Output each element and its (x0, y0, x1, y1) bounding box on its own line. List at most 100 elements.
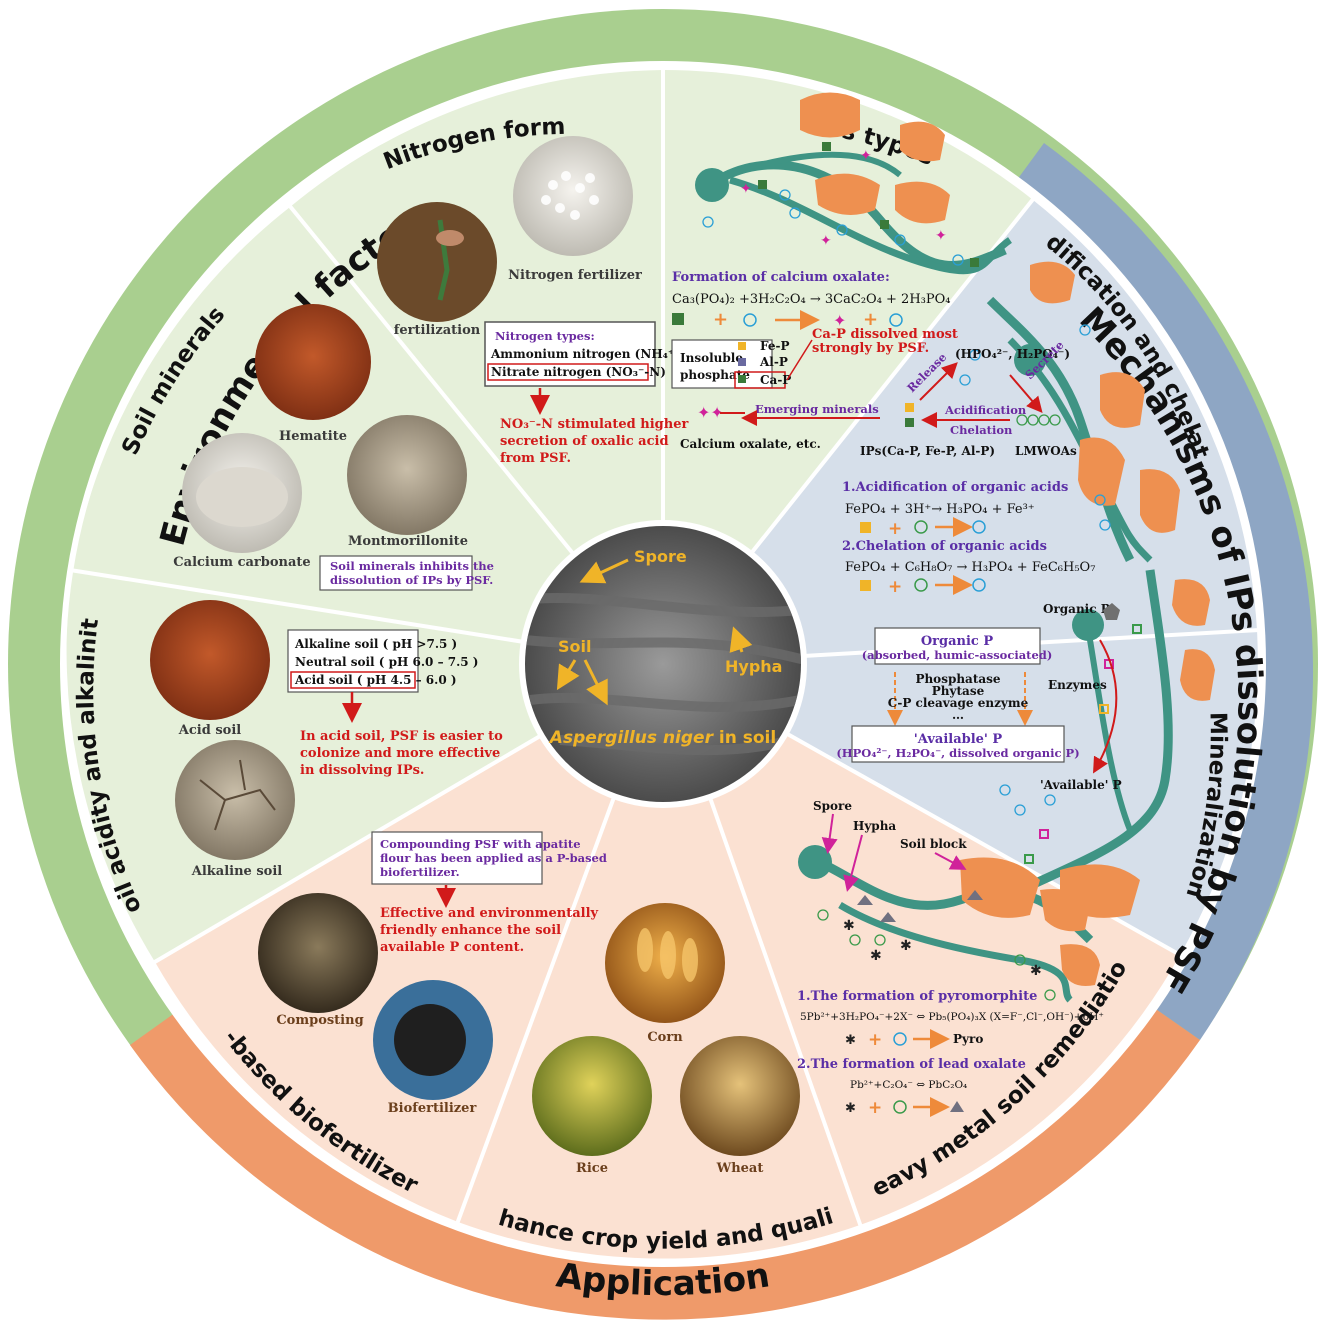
ammonium-nitrogen: Ammonium nitrogen (NH₄⁺-N) (490, 347, 696, 361)
svg-text:✦: ✦ (833, 311, 846, 330)
available-p-box (851, 725, 1065, 763)
organic-p-box-sub: (absorbed, humic-associated) (862, 648, 1053, 662)
fertilization-photo (377, 202, 497, 322)
acidity-result-1: In acid soil, PSF is easier to (300, 729, 503, 744)
acidity-result-3: in dissolving IPs. (300, 763, 424, 778)
alkaline-soil-photo (175, 740, 295, 860)
biofert-note-1: Compounding PSF with apatite (380, 837, 581, 851)
svg-text:+: + (868, 1030, 882, 1050)
formation-equation: Ca₃(PO₄)₂ +3H₂C₂O₄ → 3CaC₂O₄ + 2H₃PO₄ (672, 292, 951, 307)
insoluble-1: Insoluble (680, 351, 743, 365)
nitrate-nitrogen: Nitrate nitrogen (NO₃⁻-N) (491, 365, 666, 379)
nitrogen-fertilizer-photo (513, 136, 633, 256)
svg-text:✱: ✱ (900, 938, 912, 954)
minerals-note-box (319, 555, 473, 591)
heavy-spore-icon (798, 845, 832, 879)
available-p-sub: (HPO₄²⁻, H₂PO₄⁻, dissolved organic P) (836, 746, 1079, 760)
acidification-section: (HPO₄²⁻, H₂PO₄⁻) Release Secrete Acidifi… (842, 261, 1180, 597)
acidification-label: Acidification (944, 403, 1027, 417)
alkaline-soil-caption: Alkaline soil (191, 864, 283, 879)
svg-text:+: + (868, 1098, 882, 1118)
center-caption-rest: in soil (713, 728, 776, 748)
composting-caption: Composting (276, 1013, 363, 1028)
nitrogen-result-2: secretion of oxalic acid (500, 434, 669, 449)
insoluble-2: phosphate (680, 368, 750, 382)
formation-symbols: + ✦ + (672, 309, 903, 330)
svg-text:✱: ✱ (845, 1101, 856, 1116)
acid-soil-photo (150, 600, 270, 720)
acid-hypha-illustration (959, 261, 1180, 563)
nitrogen-fertilizer-caption: Nitrogen fertilizer (508, 268, 642, 283)
sector-p-based (155, 664, 663, 1222)
heavy-heading-1: 1.The formation of pyromorphite (797, 989, 1037, 1004)
biofert-result-2: friendly enhance the soil (380, 923, 561, 938)
ca-p: Ca-P (760, 373, 791, 387)
montmorillonite-photo (347, 415, 467, 535)
center-image: Spore Soil Hypha Aspergillus niger in so… (519, 520, 807, 808)
crops-section: Corn Rice Wheat (532, 903, 800, 1176)
available-p-label: 'Available' P (1040, 778, 1122, 792)
biofert-note-3: biofertilizer. (380, 865, 460, 879)
enzyme-2: Phytase (932, 684, 985, 698)
minerals-note-2: dissolution of IPs by PSF. (330, 573, 493, 587)
organic-p-box (874, 627, 1041, 665)
nitrogen-types-box (484, 321, 656, 387)
soil-ph-box (287, 629, 419, 693)
pyro-label: Pyro (953, 1032, 983, 1046)
chelation-label: Chelation (950, 423, 1013, 437)
heavy-symbols-2: ✱ + (845, 1097, 964, 1118)
center-soil-label: Soil (558, 637, 591, 656)
acid-heading-1: 1.Acidification of organic acids (842, 480, 1068, 495)
organic-p-label: Organic P (1043, 602, 1110, 616)
mineral-spore-icon (1072, 609, 1104, 641)
biofert-result-1: Effective and environmentally (380, 906, 599, 921)
svg-text:✱: ✱ (870, 948, 882, 964)
ips-list: IPs(Ca-P, Fe-P, Al-P) (860, 444, 995, 458)
heavy-metal-section: ✱✱✱✱ Spore Hypha Soil block 1.The format… (797, 799, 1104, 1118)
acid-equation-2: FePO₄ + C₆H₈O₇ → H₃PO₄ + FeC₆H₅O₇ (845, 560, 1095, 575)
biofert-result-3: available P content. (380, 940, 524, 955)
svg-text:✦: ✦ (740, 181, 752, 197)
svg-text:+: + (888, 577, 902, 597)
acid-spore-icon (1014, 344, 1046, 376)
enzymes-label: Enzymes (1048, 678, 1107, 692)
sector-acidification (663, 200, 1257, 664)
biofert-note-box (371, 831, 543, 885)
enzyme-3: C-P cleavage enzyme (888, 696, 1029, 710)
ips-section: ✦✦✦✦ Formation of calcium oxalate: Ca₃(P… (671, 92, 1013, 451)
heavy-equation-1: 5Pb²⁺+3H₂PO₄⁻+2X⁻ ⇔ Pb₅(PO₄)₃X (X=F⁻,Cl⁻… (800, 1011, 1104, 1023)
acid-ph: Acid soil ( pH 4.5 – 6.0 ) (294, 673, 457, 687)
heavy-symbols-1: ✱ + (845, 1029, 950, 1050)
wheat-caption: Wheat (716, 1161, 764, 1176)
hpo-label: (HPO₄²⁻, H₂PO₄⁻) (955, 347, 1070, 361)
biofertilizer-caption: Biofertilizer (388, 1101, 477, 1116)
alkaline-ph: Alkaline soil ( pH >7.5 ) (294, 637, 457, 651)
rice-photo (532, 1036, 652, 1156)
hematite-photo (255, 304, 371, 420)
composting-photo (258, 893, 378, 1013)
biofert-note-2: flour has been applied as a P-based (380, 851, 607, 865)
spore-icon (695, 168, 729, 202)
enzyme-1: Phosphatase (915, 672, 1000, 686)
organic-p-box-title: Organic P (921, 634, 994, 649)
svg-text:✦: ✦ (935, 228, 947, 244)
acid-symbols-1: + (860, 517, 986, 539)
fe-p: Fe-P (760, 339, 790, 353)
minerals-section: Hematite Calcium carbonate Montmorilloni… (173, 304, 494, 591)
hematite-caption: Hematite (279, 429, 347, 444)
calcium-oxalate: Calcium oxalate, etc. (680, 437, 821, 451)
minerals-note-1: Soil minerals inhibits the (330, 559, 494, 573)
lmwoas-label: LMWOAs (1015, 444, 1077, 458)
al-p: Al-P (759, 355, 788, 369)
nitrogen-section: Nitrogen fertilizer fertilization Nitrog… (377, 136, 696, 466)
ips-hypha-illustration: ✦✦✦✦ (695, 92, 1013, 275)
mineralization-section: Organic P Organic P (absorbed, humic-ass… (836, 569, 1215, 918)
biofert-section: Compounding PSF with apatite flour has b… (258, 831, 607, 1116)
svg-text:✦✦: ✦✦ (697, 403, 724, 422)
corn-caption: Corn (647, 1030, 683, 1045)
acid-symbols-2: + (860, 575, 986, 597)
svg-text:+: + (888, 519, 902, 539)
svg-text:✱: ✱ (845, 1033, 856, 1048)
nitrogen-result-3: from PSF. (500, 451, 571, 466)
